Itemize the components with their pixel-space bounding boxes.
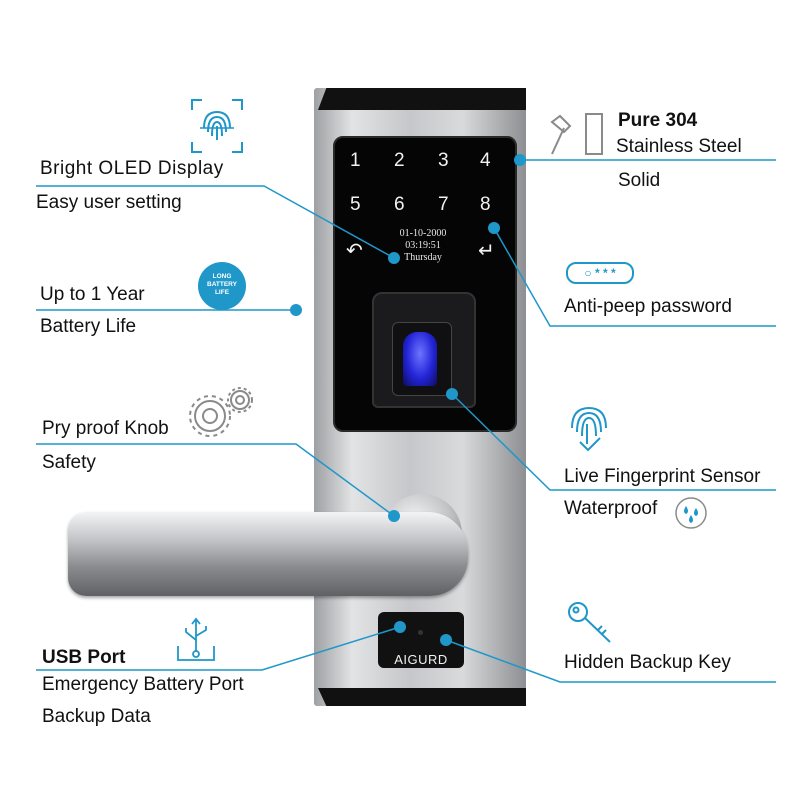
hammer-icon: [550, 113, 603, 155]
fingerprint-window: [403, 332, 437, 386]
oled-day: Thursday: [404, 252, 442, 263]
leader-display: [36, 185, 395, 259]
usb-subtitle-2: Backup Data: [42, 706, 151, 727]
oled-readout: 01-10-2000 03:19:51 Thursday: [380, 228, 466, 264]
dot-steel: [514, 154, 526, 166]
back-key-icon[interactable]: ↶: [346, 240, 363, 262]
live-fingerprint-icon: [571, 406, 607, 452]
steel-subtitle-1: Stainless Steel: [616, 136, 742, 157]
dot-antipeep: [488, 222, 500, 234]
key-2[interactable]: 2: [394, 150, 405, 171]
key-6[interactable]: 6: [394, 194, 405, 215]
lever-handle[interactable]: [68, 512, 468, 596]
fingerprint-subtitle: Waterproof: [564, 498, 658, 519]
steel-title: Pure 304: [618, 110, 698, 131]
key-8[interactable]: 8: [480, 194, 491, 215]
badge-line-2: BATTERY: [207, 281, 237, 288]
backup-key-label: Hidden Backup Key: [564, 652, 731, 673]
key-7[interactable]: 7: [438, 194, 449, 215]
oled-time: 03:19:51: [405, 240, 441, 251]
key-5[interactable]: 5: [350, 194, 361, 215]
dot-battery: [290, 304, 302, 316]
gears-icon: [189, 387, 253, 437]
usb-subtitle-1: Emergency Battery Port: [42, 674, 244, 695]
usb-title: USB Port: [42, 647, 126, 668]
leader-antipeep: [493, 227, 776, 327]
dot-usb: [394, 621, 406, 633]
dot-fingerprint: [446, 388, 458, 400]
badge-line-3: LIFE: [214, 289, 230, 296]
brand-label: AIGURD: [394, 652, 448, 667]
knob-title: Pry proof Knob: [42, 418, 169, 439]
usb-icon: [177, 617, 215, 661]
badge-line-1: LONG: [212, 273, 232, 280]
display-title: Bright OLED Display: [40, 158, 224, 179]
water-drops-icon: [675, 497, 707, 529]
enter-key-icon[interactable]: ↵: [478, 240, 495, 262]
knob-subtitle: Safety: [42, 452, 96, 473]
antipeep-label: Anti-peep password: [564, 296, 732, 317]
password-field-icon: ○ * * *: [566, 262, 634, 284]
leader-fingerprint: [451, 393, 776, 491]
lock-top-cap: [318, 88, 526, 110]
lock-bottom-cap: [318, 688, 526, 706]
long-battery-life-icon: LONG BATTERY LIFE: [198, 262, 246, 310]
key-4[interactable]: 4: [480, 150, 491, 171]
battery-subtitle: Battery Life: [40, 316, 137, 337]
key-3[interactable]: 3: [438, 150, 449, 171]
steel-subtitle-2: Solid: [618, 170, 661, 191]
leader-usb: [36, 626, 401, 671]
leader-backupkey: [445, 639, 776, 683]
fingerprint-title: Live Fingerprint Sensor: [564, 466, 761, 487]
battery-title: Up to 1 Year: [40, 284, 145, 305]
dot-display: [388, 252, 400, 264]
fingerprint-scan-icon: [191, 99, 243, 153]
key-icon: [568, 602, 611, 643]
password-dots: ○ * * *: [584, 266, 616, 280]
leader-knob: [36, 443, 395, 517]
key-1[interactable]: 1: [350, 150, 361, 171]
dot-backupkey: [440, 634, 452, 646]
dot-knob: [388, 510, 400, 522]
display-subtitle: Easy user setting: [36, 192, 182, 213]
oled-date: 01-10-2000: [399, 228, 447, 239]
indicator-led: [418, 630, 423, 635]
